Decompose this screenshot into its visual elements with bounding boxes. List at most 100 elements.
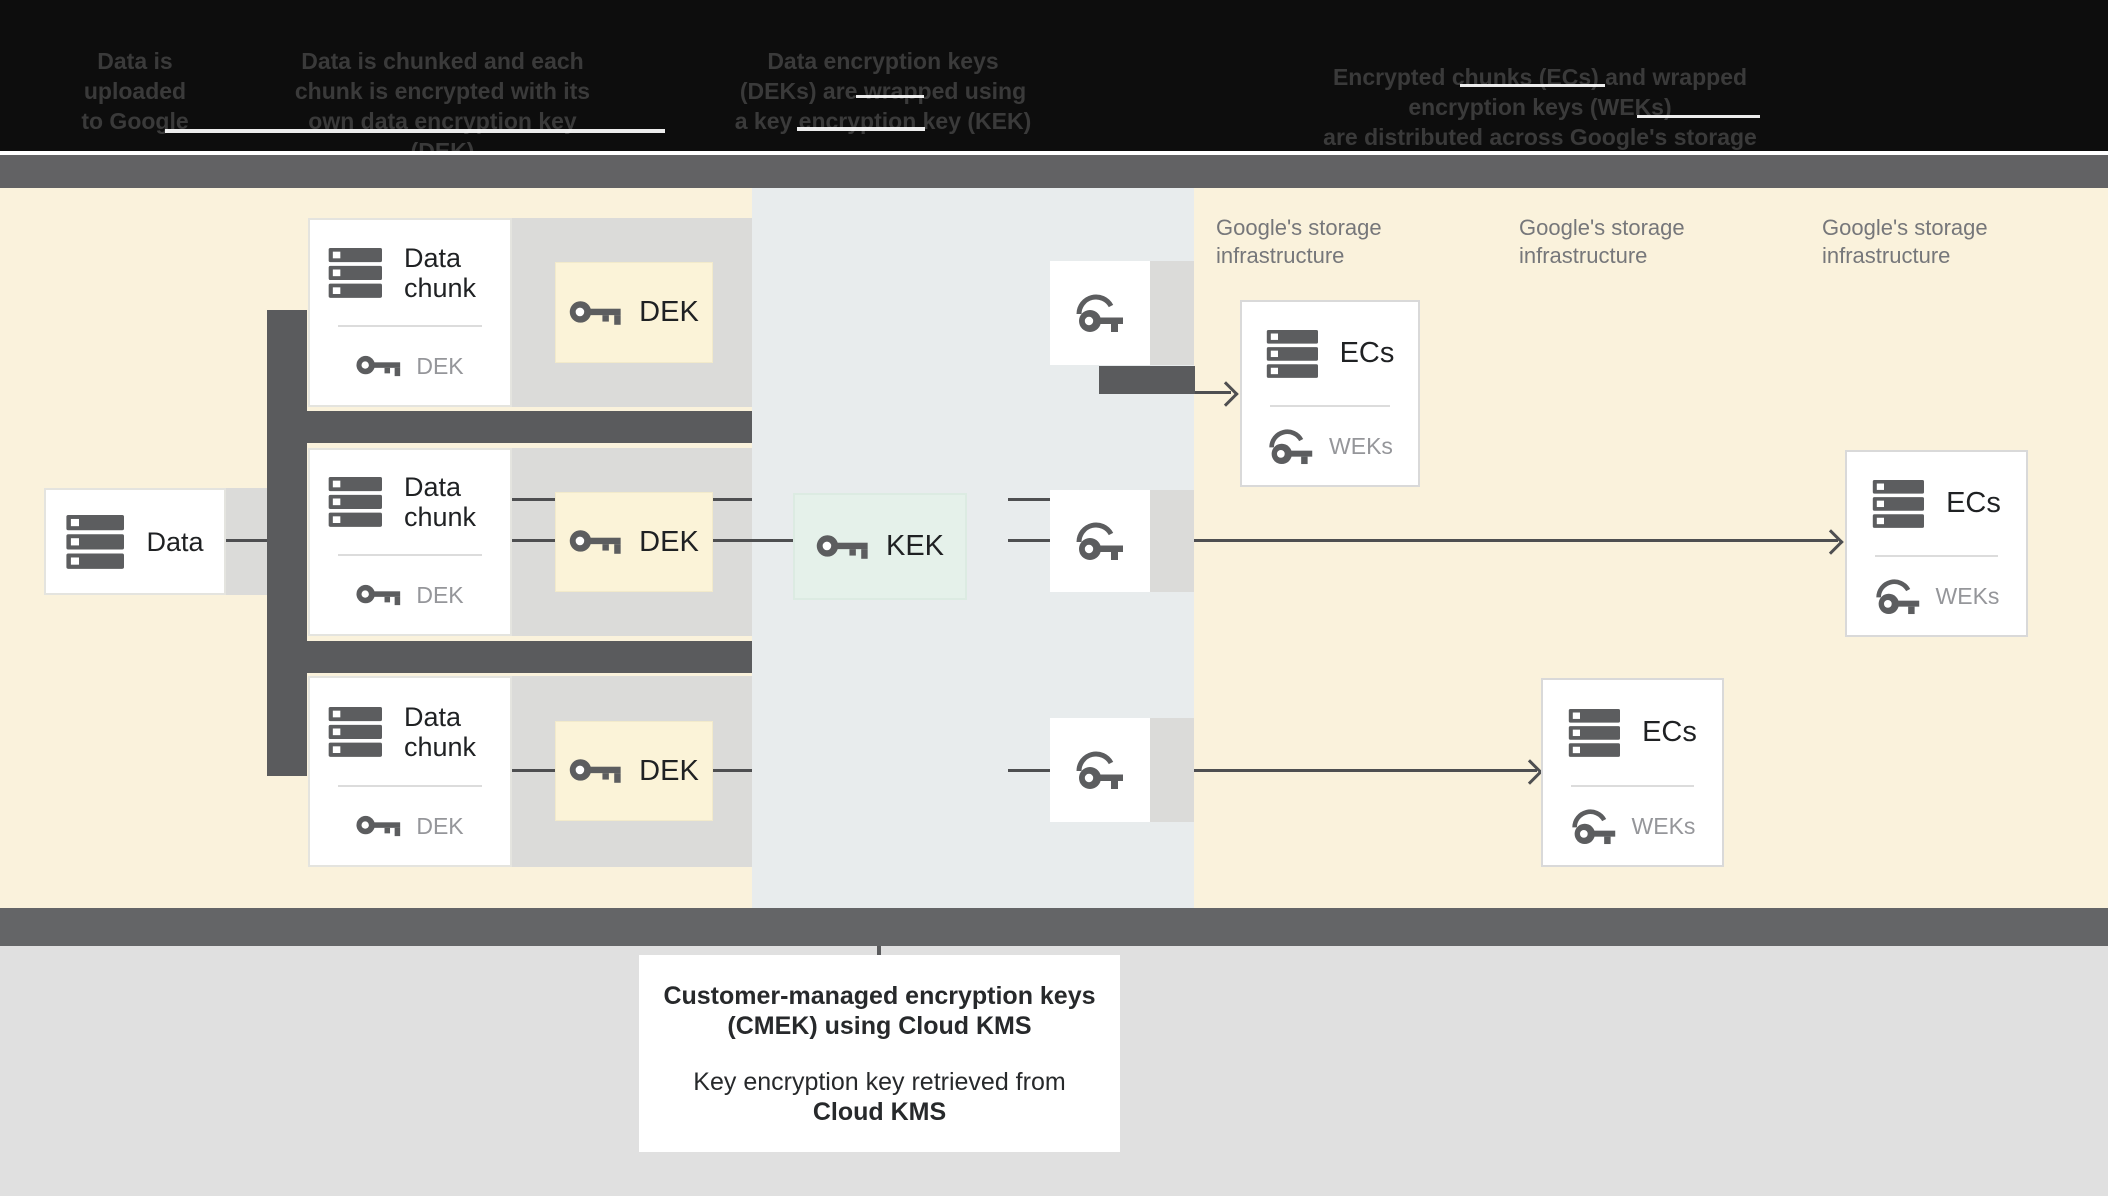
header-text: (DEKs) are wrapped using — [739, 78, 1027, 104]
split-bar-horizontal — [307, 641, 752, 673]
header-step-4: Encrypted chunks (ECs) and wrapped encry… — [1300, 62, 1780, 182]
underline-streak — [165, 129, 665, 133]
divider — [338, 554, 482, 556]
ecs-bottom: WEKs — [1543, 787, 1722, 865]
data-box: Data — [44, 488, 226, 595]
wrapped-key-icon — [1074, 293, 1126, 333]
connector-line — [512, 539, 555, 542]
divider — [1571, 785, 1694, 787]
flow-band — [1150, 261, 1194, 365]
header-step-1: Data is uploaded to Google — [55, 46, 215, 136]
dek-box-label: DEK — [639, 754, 699, 787]
gray-band-bottom — [0, 908, 2108, 946]
divider — [1270, 405, 1390, 407]
server-icon — [1872, 479, 1928, 528]
diagram-canvas: Data Data chunk — [0, 188, 2108, 908]
arrow-line — [1150, 769, 1537, 772]
flow-band — [1150, 490, 1194, 592]
server-icon — [1266, 329, 1322, 378]
key-icon — [816, 532, 870, 562]
connector-line — [713, 498, 752, 501]
data-chunk-label: Data chunk — [404, 701, 477, 762]
data-chunk-bottom: DEK — [310, 327, 510, 405]
server-icon — [328, 477, 386, 527]
divider — [1875, 555, 1998, 557]
server-icon — [1568, 708, 1624, 757]
kek-box-label: KEK — [885, 530, 945, 562]
footer-section: Customer-managed encryption keys (CMEK) … — [0, 946, 2108, 1196]
divider — [338, 325, 482, 327]
cmek-caption-box: Customer-managed encryption keys (CMEK) … — [639, 955, 1120, 1152]
connector-line — [1008, 539, 1050, 542]
dek-box: DEK — [555, 721, 713, 821]
dek-box-label: DEK — [639, 296, 699, 328]
divider — [338, 785, 482, 787]
ecs-label: ECs — [1339, 337, 1395, 369]
cmek-title-line: Customer-managed encryption keys — [663, 981, 1096, 1010]
header-text: Data encryption keys — [767, 48, 999, 74]
key-icon — [356, 582, 402, 608]
cmek-body-line: Key encryption key retrieved from — [693, 1067, 1066, 1096]
data-chunk-top: Data chunk — [310, 450, 510, 554]
connector-line — [1008, 498, 1050, 501]
ecs-box: ECs WEKs — [1240, 300, 1420, 487]
storage-label: Google's storage infrastructure — [1822, 215, 1988, 268]
dek-box: DEK — [555, 262, 713, 363]
arrow-line — [1150, 539, 1838, 542]
weks-label: WEKs — [1631, 812, 1696, 839]
key-icon — [569, 527, 623, 557]
footer-connector-notch — [877, 946, 881, 957]
data-chunk-top: Data chunk — [310, 678, 510, 785]
header-band: Data is uploaded to Google Data is chunk… — [0, 0, 2108, 180]
arrowhead-icon — [1517, 759, 1543, 785]
header-step-2: Data is chunked and each chunk is encryp… — [285, 46, 600, 166]
weks-label: WEKs — [1935, 582, 2000, 609]
header-step-3: Data encryption keys (DEKs) are wrapped … — [733, 46, 1033, 136]
weks-label: WEKs — [1329, 432, 1393, 459]
chunk-dek-label: DEK — [416, 812, 464, 839]
header-text: uploaded — [83, 78, 187, 104]
ecs-top: ECs — [1543, 680, 1722, 785]
ecs-box: ECs WEKs — [1541, 678, 1724, 867]
ecs-box: ECs WEKs — [1845, 450, 2028, 637]
ecs-bottom: WEKs — [1242, 407, 1418, 485]
header-separator-line — [0, 151, 2108, 155]
data-chunk-box: Data chunk DEK — [308, 676, 512, 867]
chunk-dek-label: DEK — [416, 581, 464, 608]
key-icon — [356, 353, 402, 379]
data-chunk-top: Data chunk — [310, 220, 510, 325]
wrap-key-box — [1050, 490, 1150, 592]
connector-line — [512, 498, 555, 501]
wrapped-key-icon — [1570, 808, 1618, 845]
wrapped-key-icon — [1267, 428, 1315, 465]
split-bar-vertical — [267, 310, 307, 776]
arrowhead-icon — [1213, 381, 1239, 407]
underline-streak — [797, 127, 925, 131]
kek-box: KEK — [793, 493, 967, 600]
underline-streak — [1637, 115, 1760, 118]
split-bar-horizontal — [307, 411, 752, 443]
arrowhead-icon — [1818, 529, 1844, 555]
wrap-key-box — [1050, 718, 1150, 822]
connector-line — [1008, 769, 1050, 772]
wrapped-key-icon — [1074, 750, 1126, 790]
cmek-title-line: (CMEK) using Cloud KMS — [727, 1011, 1032, 1040]
header-text: Data is — [97, 48, 173, 74]
server-icon — [328, 247, 386, 298]
data-chunk-box: Data chunk DEK — [308, 218, 512, 407]
flow-band — [1150, 718, 1194, 822]
gray-band-top — [0, 155, 2108, 188]
wrap-key-box — [1050, 261, 1150, 365]
key-icon — [569, 756, 623, 786]
data-chunk-bottom: DEK — [310, 556, 510, 634]
server-icon — [328, 706, 386, 757]
chunk-dek-label: DEK — [416, 352, 464, 379]
dek-box: DEK — [555, 492, 713, 592]
cmek-body-line: Cloud KMS — [812, 1097, 947, 1126]
data-chunk-label: Data chunk — [404, 242, 477, 303]
connector-line — [713, 769, 752, 772]
storage-label: Google's storage infrastructure — [1519, 215, 1685, 268]
connector-line — [512, 769, 555, 772]
key-icon — [569, 298, 623, 328]
